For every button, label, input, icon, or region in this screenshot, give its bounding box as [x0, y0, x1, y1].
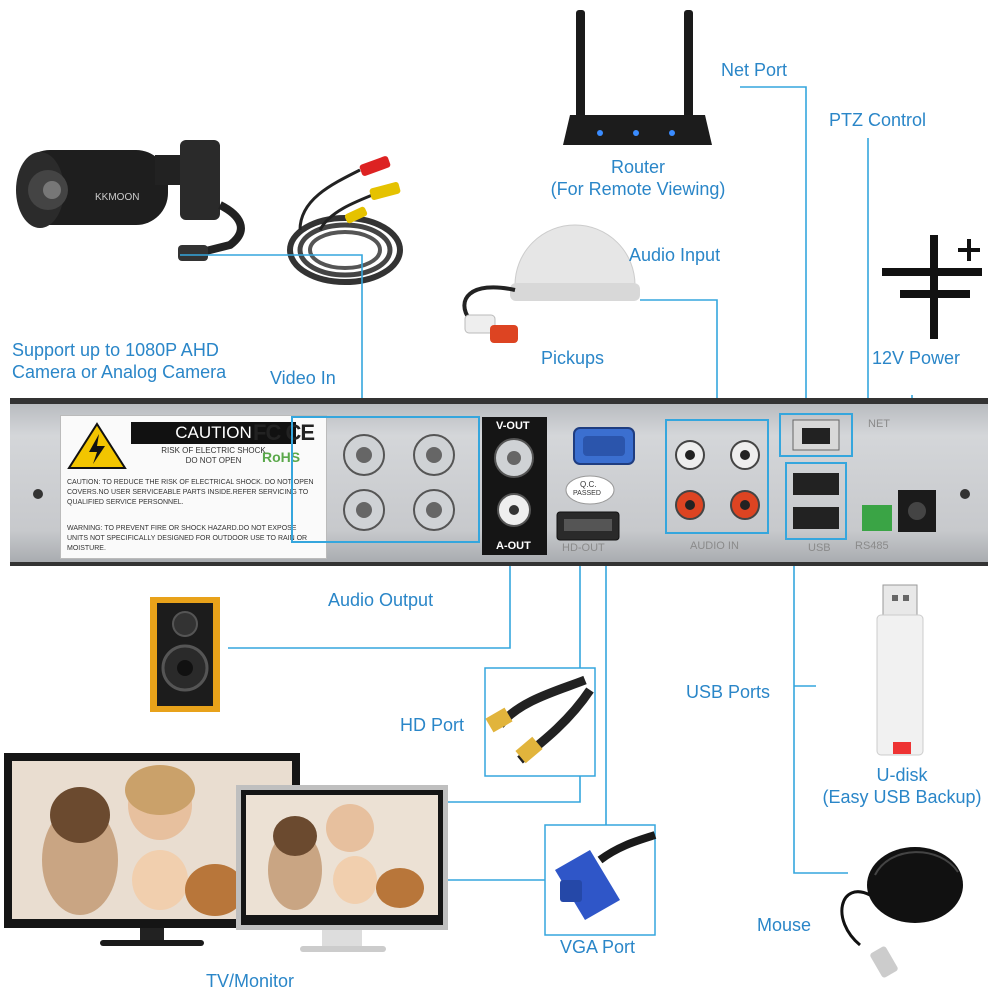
cable-coil-icon: [287, 156, 403, 285]
pickups-label: Pickups: [541, 348, 605, 368]
router-icon: [563, 10, 712, 145]
fcc-ce-mark: FC CE: [253, 420, 315, 445]
caution-title: CAUTION: [131, 422, 296, 444]
power-label: 12V Power: [872, 348, 961, 368]
usb-ports-label: USB Ports: [686, 682, 771, 702]
audio-output-label: Audio Output: [328, 590, 434, 610]
tv-monitor-label: TV/Monitor: [206, 971, 295, 991]
tv-monitor-small-icon: [236, 785, 448, 952]
fire-warning-text: WARNING: TO PREVENT FIRE OR SHOCK HAZARD…: [67, 525, 308, 552]
microphone-pickup-icon: [462, 224, 640, 343]
video-in-label: Video In: [270, 368, 336, 388]
vga-port-label: VGA Port: [560, 937, 636, 957]
hd-port-label: HD Port: [400, 715, 465, 735]
dc-power-icon: [882, 235, 982, 339]
camera-brand: KKMOON: [95, 192, 139, 203]
warning-triangle-icon: [67, 422, 127, 469]
a-out-label: A-OUT: [496, 540, 531, 552]
qc-label-1: Q.C.: [580, 480, 597, 489]
ptz-control-label: PTZ Control: [829, 110, 927, 130]
rs485-panel-label: RS485: [855, 540, 889, 552]
audio-input-label: Audio Input: [629, 245, 721, 265]
support-label-1: Support up to 1080P AHD: [12, 340, 219, 360]
udisk-label: U-disk: [876, 765, 928, 785]
usb-panel-label: USB: [808, 542, 831, 554]
mouse-icon: [840, 847, 963, 978]
caution-warning-text: CAUTION: TO REDUCE THE RISK OF ELECTRICA…: [67, 479, 314, 506]
audio-in-panel-label: AUDIO IN: [690, 540, 739, 552]
caution-sub-2: DO NOT OPEN: [185, 456, 242, 465]
qc-label-2: PASSED: [573, 490, 601, 497]
router-sub-label: (For Remote Viewing): [550, 179, 726, 199]
rohs-mark: RoHS: [262, 449, 301, 465]
vga-cable-icon: [544, 824, 657, 936]
router-label: Router: [610, 157, 666, 177]
v-out-label: V-OUT: [496, 420, 530, 432]
net-port-label: Net Port: [721, 60, 788, 80]
hd-out-label: HD-OUT: [562, 542, 605, 554]
hdmi-cable-icon: [484, 667, 596, 777]
udisk-sub-label: (Easy USB Backup): [822, 787, 982, 807]
mouse-label: Mouse: [757, 915, 812, 935]
camera-icon: KKMOON: [16, 140, 245, 261]
speaker-icon: [150, 597, 220, 712]
usb-flash-drive-icon: [876, 584, 924, 756]
net-panel-label: NET: [868, 418, 890, 430]
support-label-2: Camera or Analog Camera: [12, 362, 227, 382]
caution-sub-1: RISK OF ELECTRIC SHOCK: [161, 446, 266, 455]
